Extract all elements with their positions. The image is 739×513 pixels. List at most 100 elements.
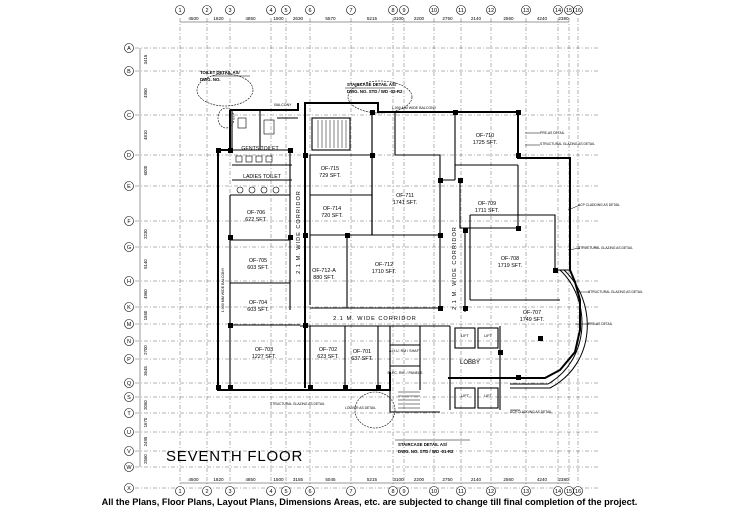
room-of-709-id: OF-709 xyxy=(478,201,496,207)
row-bubble-label: G xyxy=(127,245,131,251)
room-of-709-area: 1711 SFT. xyxy=(475,208,499,214)
column-bubble-label: 14 xyxy=(555,8,561,14)
bottom-dimension: 5045 xyxy=(325,477,336,482)
left-dimension: 1670 xyxy=(143,417,148,427)
room-of-712-area: 1710 SFT. xyxy=(372,269,397,275)
structural-glazing-callout-2: STRUCTURAL GLAZING AS DETAIL xyxy=(578,246,633,250)
row-bubble xyxy=(124,336,134,346)
top-dimension: 2380 xyxy=(558,16,569,21)
column-bubble-label: 8 xyxy=(391,8,394,14)
column-bubble-label: 2 xyxy=(205,489,208,495)
top-dimension: 2200 xyxy=(414,16,425,21)
room-of-707-id: OF-707 xyxy=(523,310,541,316)
row-bubble-label: K xyxy=(127,305,131,311)
grid-lines xyxy=(135,18,600,489)
column-bubble xyxy=(429,5,439,15)
room-of-711-id: OF-711 xyxy=(396,193,414,199)
row-bubble-label: D xyxy=(127,153,131,159)
row-bubble-label: T xyxy=(127,411,131,417)
acp-cladding-callout-1: ACP CLADDING AS DETAIL xyxy=(578,203,620,207)
column-bubble-label: 3 xyxy=(228,8,231,14)
row-bubble xyxy=(124,66,134,76)
bottom-dimension: 3100 xyxy=(393,477,404,482)
toilet-detail-callout: TOILET DETAIL AS/ xyxy=(200,70,241,75)
column-bubble-label: 7 xyxy=(349,489,352,495)
row-bubble xyxy=(124,378,134,388)
top-dimension: 4240 xyxy=(537,16,548,21)
row-bubble xyxy=(124,216,134,226)
row-bubble xyxy=(124,354,134,364)
top-dimension: 2750 xyxy=(442,16,453,21)
structural-glazing-callout-3: STRUCTURAL GLAZING AS DETAIL xyxy=(588,290,643,294)
column-bubble-label: 2 xyxy=(205,8,208,14)
top-dimension: 5570 xyxy=(325,16,336,21)
row-bubble xyxy=(124,483,134,493)
column-bubble-label: 11 xyxy=(458,489,464,495)
column-bubble xyxy=(553,5,563,15)
column-bubble-label: 15 xyxy=(566,8,572,14)
column-bubble xyxy=(399,486,409,496)
row-bubble-label: P xyxy=(127,357,131,363)
horizontal-corridor-label: 2.1 M. WIDE CORRIDOR xyxy=(333,316,417,322)
column-bubble-label: 11 xyxy=(458,8,464,14)
elec-label: ELEC. RM. / PANELS xyxy=(388,371,423,375)
room-of-712a-id: OF-712-A xyxy=(312,268,336,274)
column-bubble xyxy=(456,486,466,496)
row-bubble xyxy=(124,181,134,191)
left-balcony-label: 1.000 MM WIDE BALCONY xyxy=(221,267,225,312)
top-dimension: 2140 xyxy=(471,16,482,21)
structural-glazing-callout-1: STRUCTURAL GLAZING AS DETAIL xyxy=(540,142,595,146)
column-bubble-label: 8 xyxy=(391,489,394,495)
column-bubble xyxy=(225,5,235,15)
bottom-dimension: 3155 xyxy=(293,477,304,482)
row-bubble xyxy=(124,408,134,418)
space-labels: GENTS TOILET LADIES TOILET LOBBY 2.1 M. … xyxy=(221,103,493,398)
bottom-dimension: 4500 xyxy=(188,477,199,482)
column-bubble xyxy=(388,5,398,15)
column-bubble xyxy=(281,5,291,15)
room-of-701-id: OF-701 xyxy=(353,349,371,355)
row-bubble xyxy=(124,302,134,312)
left-dimension: 2230 xyxy=(143,229,148,239)
top-dimension: 4500 xyxy=(188,16,199,21)
column-bubble-label: 3 xyxy=(228,489,231,495)
small-balcony-label: BALCONY xyxy=(274,103,292,107)
room-of-712a-area: 880 SFT. xyxy=(313,275,335,281)
column-bubble xyxy=(202,486,212,496)
column-bubble xyxy=(225,486,235,496)
row-bubble-label: C xyxy=(127,113,131,119)
column-bubble-label: 7 xyxy=(349,8,352,14)
room-of-703-area: 1227 SFT. xyxy=(252,354,277,360)
row-bubble-label: M xyxy=(127,322,132,328)
bottom-dimension: 2200 xyxy=(414,477,425,482)
row-bubble-label: Q xyxy=(127,381,132,387)
top-dimension: 3100 xyxy=(393,16,404,21)
column-bubble-label: 9 xyxy=(402,8,405,14)
right-corridor-label: 2.1 M. WIDE CORRIDOR xyxy=(452,226,458,310)
column-bubble-label: 4 xyxy=(269,489,272,495)
lift-3-label: LIFT xyxy=(461,394,469,398)
room-of-705-area: 603 SFT. xyxy=(247,265,269,271)
left-dimension: 3415 xyxy=(143,54,148,64)
column-bubble xyxy=(175,486,185,496)
room-of-714-area: 720 SFT. xyxy=(321,213,343,219)
row-bubble xyxy=(124,446,134,456)
staircase-bottom-dwg: DWG. NO. STD / WD -01-R2 xyxy=(398,449,454,454)
top-balcony-label: 1.000 MM WIDE BALCONY xyxy=(392,106,437,110)
louver-callout: LOUVER AS DETAIL xyxy=(345,406,376,410)
bottom-dimension: 2750 xyxy=(442,477,453,482)
room-of-711-area: 1741 SFT. xyxy=(393,200,418,206)
row-bubble-label: F xyxy=(127,219,131,225)
pre-as-detail-callout-2: PRE-AS DETAIL xyxy=(588,322,613,326)
top-dimension: 4850 xyxy=(245,16,256,21)
room-of-708-area: 1719 SFT. xyxy=(498,263,523,269)
left-corridor-label: 2.1 M. WIDE CORRIDOR xyxy=(296,190,302,274)
column-bubble-label: 14 xyxy=(555,489,561,495)
column-bubble-label: 1 xyxy=(178,8,181,14)
row-bubble-label: X xyxy=(127,486,131,492)
column-bubble xyxy=(456,5,466,15)
bottom-dimension: 2380 xyxy=(558,477,569,482)
revision-clouds xyxy=(196,73,413,429)
